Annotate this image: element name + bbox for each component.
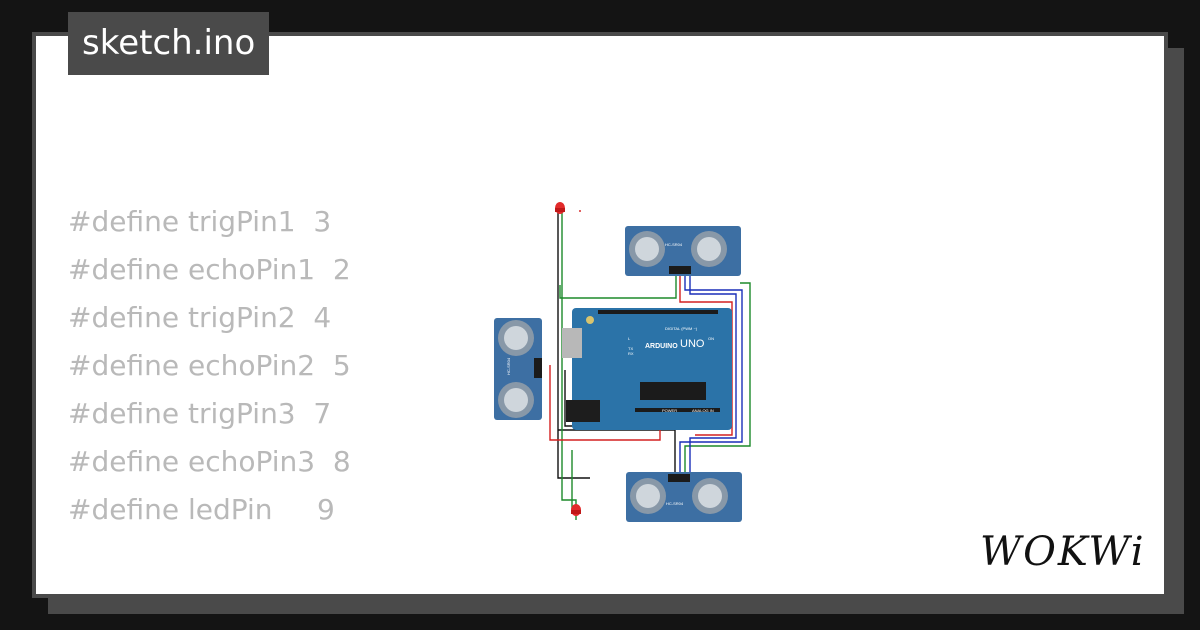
wire-red	[679, 272, 733, 436]
uno-logo: ARDUINO UNO	[645, 338, 705, 350]
wire-black	[557, 212, 590, 479]
ultrasonic-sensor-bottom[interactable]: HC-SR04	[626, 472, 742, 522]
l-label: L	[628, 336, 631, 341]
digital-label: DIGITAL (PWM ~)	[665, 326, 698, 331]
svg-text:WOKWi: WOKWi	[980, 529, 1146, 575]
code-line: #define echoPin2 5	[68, 349, 351, 382]
code-preview: #define trigPin1 3 #define echoPin1 2 #d…	[68, 198, 351, 534]
svg-text:HC-SR04: HC-SR04	[506, 357, 511, 375]
svg-text:HC-SR04: HC-SR04	[666, 501, 684, 506]
code-line: #define ledPin 9	[68, 493, 335, 526]
circuit-diagram: ARDUINO UNO DIGITAL (PWM ~) ANALOG IN PO…	[494, 202, 751, 522]
wire-blue	[679, 272, 743, 480]
code-line: #define echoPin3 8	[68, 445, 351, 478]
svg-text:UNO: UNO	[680, 338, 705, 350]
svg-text:HC-SR04: HC-SR04	[665, 242, 683, 247]
tx-label: TX	[628, 346, 633, 351]
arduino-uno-board[interactable]: ARDUINO UNO DIGITAL (PWM ~) ANALOG IN PO…	[562, 308, 732, 430]
wire-red	[549, 365, 661, 441]
wokwi-logo: WOKWi	[980, 529, 1146, 575]
rx-label: RX	[628, 351, 634, 356]
on-label: ON	[708, 336, 714, 341]
file-name-tab[interactable]: sketch.ino	[68, 12, 270, 75]
led-icon[interactable]	[555, 202, 565, 214]
wire-green	[559, 272, 677, 299]
code-line: #define trigPin1 3	[68, 205, 332, 238]
power-label: POWER	[662, 408, 677, 413]
led-icon[interactable]	[571, 504, 581, 516]
code-line: #define echoPin1 2	[68, 253, 351, 286]
ultrasonic-sensor-top[interactable]: HC-SR04	[625, 226, 741, 276]
svg-text:ARDUINO: ARDUINO	[645, 343, 678, 350]
wire-green	[684, 282, 751, 480]
code-line: #define trigPin2 4	[68, 301, 332, 334]
wire-blue	[689, 272, 737, 480]
analog-label: ANALOG IN	[692, 408, 714, 413]
code-line: #define trigPin3 7	[68, 397, 332, 430]
ultrasonic-sensor-left[interactable]: HC-SR04	[494, 318, 542, 420]
